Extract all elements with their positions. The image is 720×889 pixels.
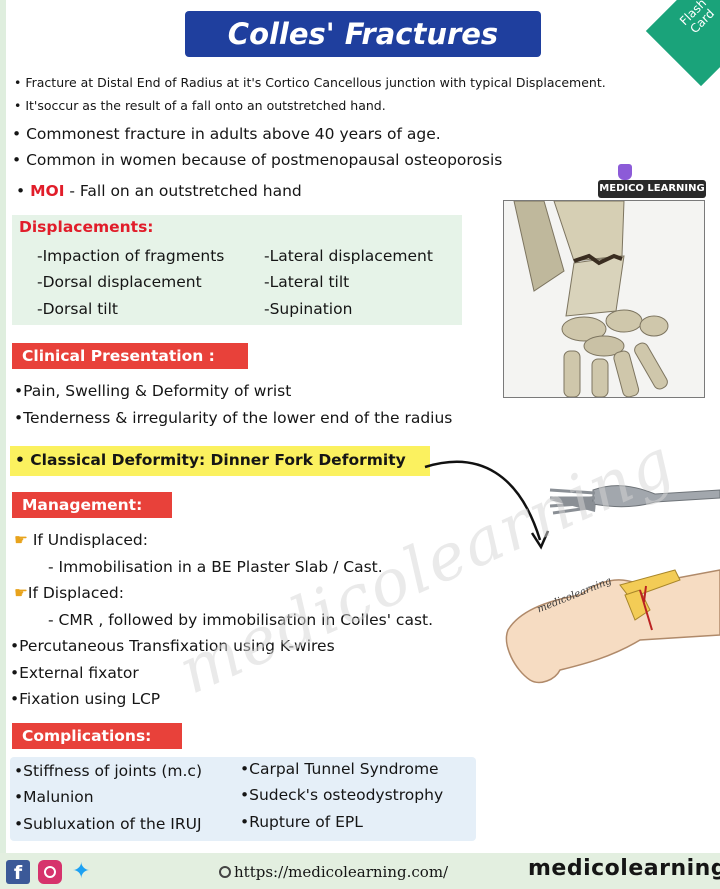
moi-line: • MOI - Fall on an outstretched hand (16, 182, 302, 200)
instagram-icon[interactable] (38, 860, 62, 884)
management-heading: Management: (12, 492, 172, 518)
logo-mascot-icon (618, 164, 632, 180)
displacement-item: -Supination (264, 300, 353, 318)
undisplaced-treatment: - Immobilisation in a BE Plaster Slab / … (48, 558, 383, 576)
management-option: •External fixator (10, 664, 139, 682)
intro-line-1: • Fracture at Distal End of Radius at it… (14, 75, 606, 90)
curved-arrow (424, 460, 550, 550)
moi-text: - Fall on an outstretched hand (64, 182, 302, 200)
management-option: •Fixation using LCP (10, 690, 161, 708)
footer-url[interactable]: https://medicolearning.com/ (234, 863, 449, 881)
displacement-item: -Lateral tilt (264, 273, 350, 291)
facebook-icon[interactable]: f (6, 860, 30, 884)
displacements-box (12, 215, 462, 325)
complication-item: •Malunion (14, 788, 94, 806)
undisplaced-label: If Undisplaced: (32, 531, 148, 549)
medico-learning-logo: MEDICO LEARNING (598, 180, 706, 198)
classical-deformity-text: • Classical Deformity: Dinner Fork Defor… (15, 451, 406, 469)
classical-deformity-highlight (10, 446, 430, 476)
clinical-item: •Tenderness & irregularity of the lower … (14, 409, 453, 427)
complication-item: •Rupture of EPL (240, 813, 363, 831)
displacement-item: -Dorsal displacement (37, 273, 202, 291)
undisplaced-line: ☛ If Undisplaced: (14, 531, 148, 549)
intro-line-2: • It'soccur as the result of a fall onto… (14, 98, 386, 113)
globe-icon (219, 866, 231, 878)
clinical-item: •Pain, Swelling & Deformity of wrist (14, 382, 292, 400)
complication-item: •Carpal Tunnel Syndrome (240, 760, 439, 778)
complication-item: •Stiffness of joints (m.c) (14, 762, 202, 780)
clinical-presentation-heading: Clinical Presentation : (12, 343, 248, 369)
page-title: Colles' Fractures (185, 11, 541, 57)
hand-illustration (505, 569, 720, 684)
fork-illustration (549, 485, 720, 515)
complication-item: •Subluxation of the IRUJ (14, 815, 202, 833)
wrist-xray-illustration (503, 200, 705, 398)
pointing-hand-icon: ☛ (14, 584, 28, 602)
management-option: •Percutaneous Transfixation using K-wire… (10, 637, 335, 655)
wrist-bones-drawing (513, 200, 669, 398)
fact-line-2: • Common in women because of postmenopau… (12, 151, 503, 169)
displaced-line: ☛If Displaced: (14, 584, 124, 602)
displacements-heading: Displacements: (19, 218, 154, 236)
moi-bullet: • (16, 182, 26, 200)
complications-box (10, 757, 476, 841)
moi-label: MOI (30, 182, 65, 200)
displaced-treatment: - CMR , followed by immobilisation in Co… (48, 611, 434, 629)
footer-brand-logo: medicolearning (528, 856, 720, 881)
displacement-item: -Impaction of fragments (37, 247, 225, 265)
displacement-item: -Lateral displacement (264, 247, 433, 265)
left-accent-bar (0, 0, 6, 889)
twitter-icon[interactable]: ✦ (72, 859, 91, 884)
displacement-item: -Dorsal tilt (37, 300, 118, 318)
complication-item: •Sudeck's osteodystrophy (240, 786, 444, 804)
complications-heading: Complications: (12, 723, 182, 749)
displaced-label: If Displaced: (27, 584, 124, 602)
pointing-hand-icon: ☛ (14, 531, 28, 549)
fact-line-1: • Commonest fracture in adults above 40 … (12, 125, 441, 143)
footer-bar (0, 853, 720, 889)
